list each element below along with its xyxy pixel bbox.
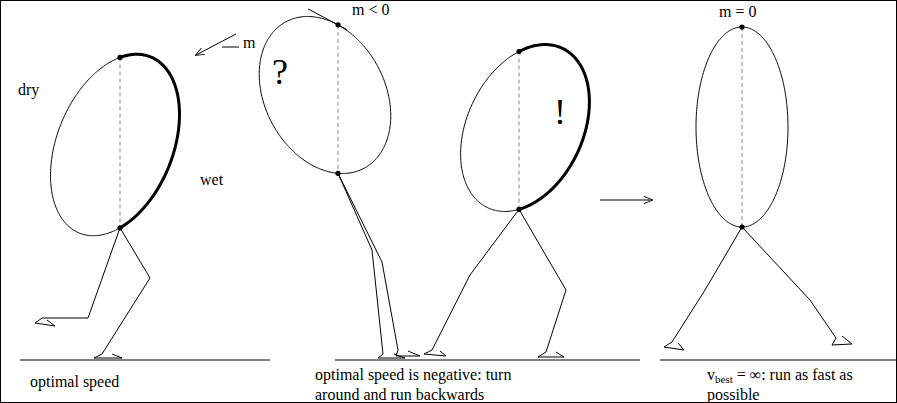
ellipse-outline: [257, 14, 393, 176]
leg-stroke: [432, 209, 519, 350]
ellipse-outline: [458, 42, 592, 214]
contact-dot: [739, 24, 744, 29]
transition-arrow: [600, 200, 652, 201]
slope-condition: m = 0: [719, 2, 756, 22]
head-ellipse: ?: [257, 14, 393, 176]
leg-stroke: [35, 318, 55, 326]
side-label: dry: [18, 80, 39, 100]
body-ellipse: [696, 27, 788, 227]
contact-dot: [117, 55, 122, 60]
head-ellipse: !: [458, 42, 592, 214]
leg-stroke: [742, 227, 836, 338]
speed-symbol: v: [707, 366, 715, 383]
leg-stroke: [672, 227, 742, 342]
ground-line: [20, 360, 270, 361]
mark-symbol: !: [554, 94, 566, 130]
ground-line: [335, 360, 640, 361]
vertical-dashed-line: [742, 27, 743, 227]
speed-subscript: best: [715, 373, 733, 385]
slope-symbol: m: [243, 33, 255, 53]
side-label: wet: [200, 170, 223, 190]
slope-condition: m < 0: [352, 0, 389, 20]
leg-stroke: [664, 342, 684, 350]
mark-symbol: ?: [272, 54, 288, 90]
leg-stroke: [396, 350, 420, 356]
ellipse-path: [461, 45, 590, 212]
leg-stroke: [424, 350, 446, 356]
leg-stroke: [338, 173, 398, 350]
leg-stroke: [42, 228, 120, 318]
ground-line: [660, 360, 897, 361]
leg-stroke: [338, 173, 383, 354]
vertical-dashed-line: [519, 52, 520, 210]
leg-stroke: [832, 336, 852, 345]
caption-text: optimal speed: [30, 372, 119, 392]
ellipse-path: [259, 16, 391, 173]
speed-caption: vbest = ∞: run as fast as possible: [707, 365, 867, 403]
vertical-dashed-line: [120, 57, 121, 227]
leg-stroke: [94, 354, 122, 358]
slope-baseline: [222, 47, 239, 48]
vertical-dashed-line: [338, 25, 339, 173]
leg-stroke: [538, 352, 564, 357]
leg-stroke: [519, 209, 566, 352]
wet-side-arc: [120, 54, 179, 228]
slope-arrow: [196, 34, 236, 55]
wet-side-arc: [519, 45, 589, 210]
leg-stroke: [102, 228, 150, 354]
caption-text: optimal speed is negative: turn around a…: [315, 365, 513, 403]
body-ellipse: [51, 54, 180, 235]
